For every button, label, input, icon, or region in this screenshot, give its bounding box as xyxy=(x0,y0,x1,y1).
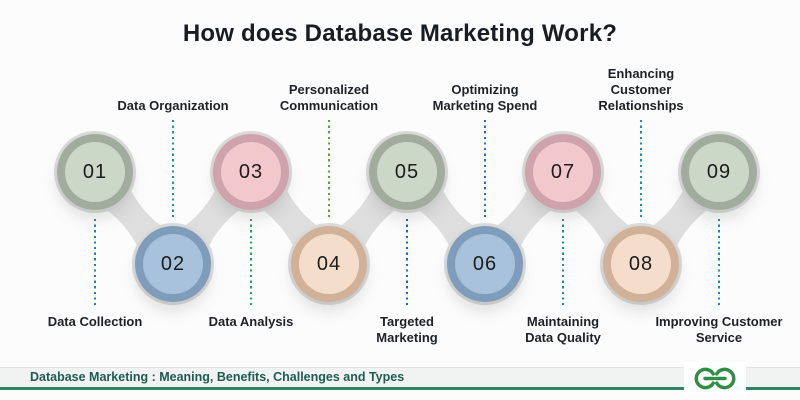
step-circle: 08 xyxy=(611,234,671,294)
logo-box xyxy=(684,362,746,395)
step-number: 04 xyxy=(316,252,342,275)
step-node-02: 02 xyxy=(135,226,211,302)
geeksforgeeks-logo xyxy=(694,367,736,390)
step-circle: 05 xyxy=(377,142,437,202)
step-circle: 04 xyxy=(299,234,359,294)
step-circle: 03 xyxy=(221,142,281,202)
step-number: 05 xyxy=(394,160,420,183)
connector-dotted-line xyxy=(327,120,331,217)
connector-dotted-line xyxy=(171,120,175,217)
step-circle: 07 xyxy=(533,142,593,202)
step-node-09: 09 xyxy=(681,134,757,210)
step-label: Data Organization xyxy=(117,98,229,113)
connector-dotted-line xyxy=(93,219,97,307)
footer-strip: Database Marketing : Meaning, Benefits, … xyxy=(0,367,800,390)
step-label: Enhancing Customer Relationships xyxy=(598,66,684,113)
step-number: 07 xyxy=(550,160,576,183)
step-number: 06 xyxy=(472,252,498,275)
step-label: Personalized Communication xyxy=(279,82,379,113)
step-circle: 02 xyxy=(143,234,203,294)
connector-dotted-line xyxy=(639,120,643,217)
connector-dotted-line xyxy=(483,120,487,217)
step-number: 08 xyxy=(628,252,654,275)
step-label: Optimizing Marketing Spend xyxy=(432,82,538,113)
connector-dotted-line xyxy=(405,219,409,307)
step-number: 02 xyxy=(160,252,186,275)
logo-strokes xyxy=(694,367,736,390)
step-number: 09 xyxy=(706,160,732,183)
step-circle: 09 xyxy=(689,142,749,202)
step-number: 01 xyxy=(82,160,108,183)
step-label: Data Collection xyxy=(47,314,143,329)
step-circle: 01 xyxy=(65,142,125,202)
connector-dotted-line xyxy=(249,219,253,307)
step-node-03: 03 xyxy=(213,134,289,210)
step-number: 03 xyxy=(238,160,264,183)
connector-dotted-line xyxy=(717,219,721,307)
step-node-05: 05 xyxy=(369,134,445,210)
step-label: Data Analysis xyxy=(208,314,294,329)
step-label: Targeted Marketing xyxy=(376,314,438,345)
page-title: How does Database Marketing Work? xyxy=(182,20,618,47)
step-circle: 06 xyxy=(455,234,515,294)
step-node-06: 06 xyxy=(447,226,523,302)
step-label: Improving Customer Service xyxy=(655,314,783,345)
step-node-08: 08 xyxy=(603,226,679,302)
connector-dotted-line xyxy=(561,219,565,307)
step-node-01: 01 xyxy=(57,134,133,210)
step-node-07: 07 xyxy=(525,134,601,210)
step-label: Maintaining Data Quality xyxy=(525,314,601,345)
footer-caption: Database Marketing : Meaning, Benefits, … xyxy=(30,370,405,384)
step-node-04: 04 xyxy=(291,226,367,302)
